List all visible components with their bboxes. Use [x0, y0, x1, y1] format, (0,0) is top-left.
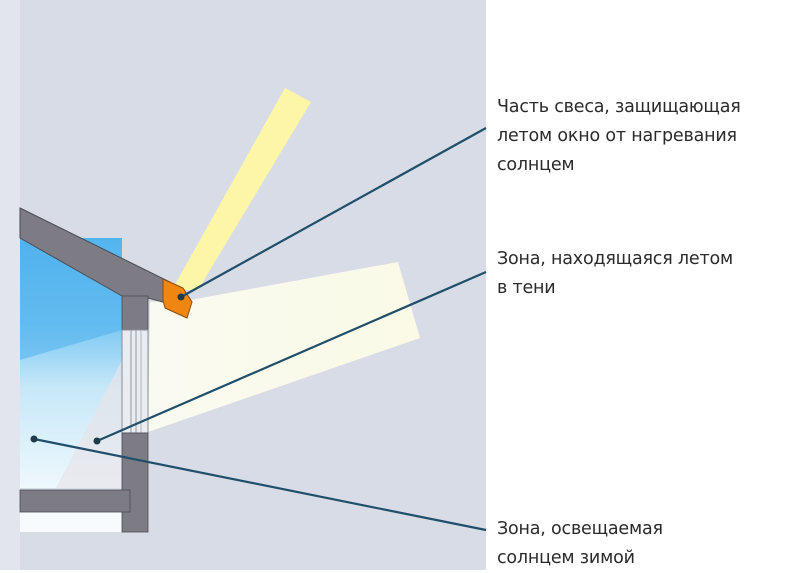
summer-sun-beam	[172, 88, 311, 290]
lower-room	[20, 512, 122, 532]
leader-dot-winter-sun	[30, 435, 38, 443]
label-line: Часть свеса, защищающая	[497, 97, 741, 117]
wall-lintel	[121, 295, 149, 331]
label-line: в тени	[497, 278, 556, 298]
label-line: солнцем	[497, 155, 575, 175]
overhang-tip-highlight	[162, 278, 193, 319]
label-summer-shade-zone: Зона, находящаяся летом в тени	[497, 245, 733, 303]
label-line: Зона, освещаемая	[497, 519, 663, 539]
label-line: солнцем зимой	[497, 548, 635, 568]
floor-slab	[19, 489, 131, 513]
leader-line-summer-shade	[96, 270, 487, 443]
window-glass-reflection	[20, 238, 122, 360]
leader-dot-overhang	[177, 293, 185, 301]
leader-line-overhang	[180, 127, 487, 298]
label-overhang-part: Часть свеса, защищающая летом окно от на…	[497, 93, 741, 180]
label-line: летом окно от нагревания	[497, 126, 737, 146]
background-left-edge	[0, 0, 20, 570]
window-frame	[121, 329, 149, 434]
leader-dot-summer-shade	[93, 437, 101, 445]
background-right-panel	[486, 0, 800, 570]
wall-sill	[121, 432, 149, 533]
label-winter-sunlit-zone: Зона, освещаемая солнцем зимой	[497, 515, 663, 573]
label-line: Зона, находящаяся летом	[497, 249, 733, 269]
winter-light-interior	[56, 360, 122, 488]
leader-line-winter-sun	[33, 437, 487, 532]
